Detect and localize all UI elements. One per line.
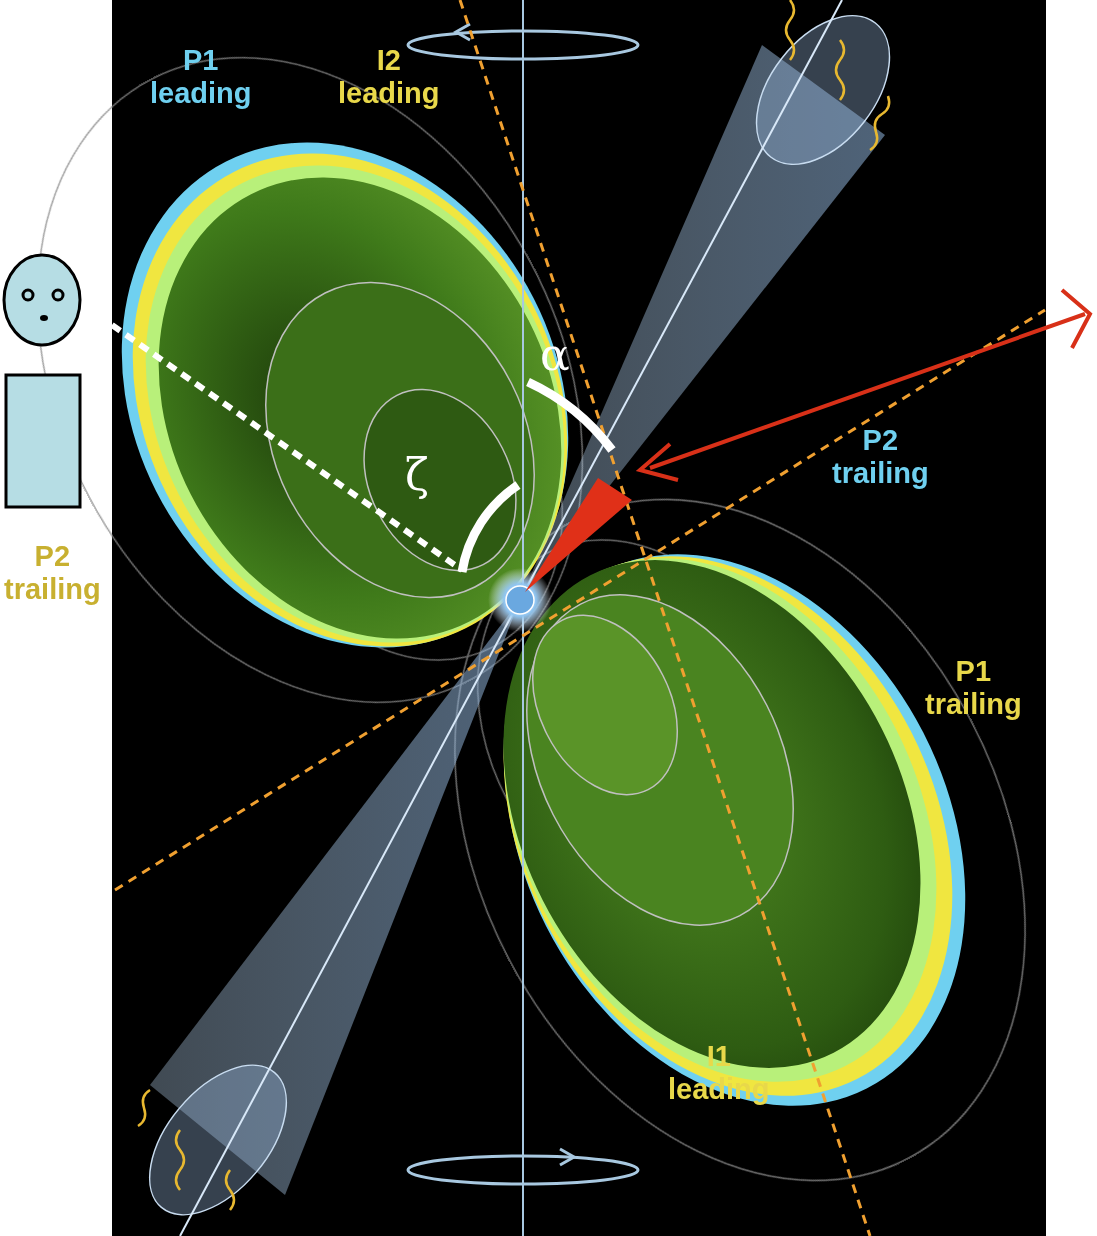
angle-label: ζ — [405, 450, 429, 501]
region-label: I2 leading — [338, 44, 440, 111]
neutron-star — [488, 568, 552, 632]
angle-arc — [462, 485, 518, 572]
region-label: P1 trailing — [925, 655, 1022, 722]
region-label: P2 trailing — [832, 424, 929, 491]
angle-arc — [528, 382, 612, 450]
rotation-arrow — [408, 24, 638, 1184]
region-label: I1 leading — [668, 1040, 770, 1107]
line-of-sight — [112, 325, 462, 570]
observer-figure — [4, 255, 80, 507]
red-cone — [525, 478, 632, 592]
angle-label: α — [540, 330, 570, 381]
photons — [138, 0, 889, 1210]
emission-cone — [123, 600, 520, 1236]
line-of-sight — [85, 306, 112, 325]
torus-right — [414, 475, 1055, 1184]
region-label: P2 trailing — [4, 540, 101, 607]
dashed-axis — [115, 0, 1045, 1236]
region-label: P1 leading — [150, 44, 252, 111]
neutron-star — [506, 586, 534, 614]
emission-cone — [180, 0, 916, 1236]
